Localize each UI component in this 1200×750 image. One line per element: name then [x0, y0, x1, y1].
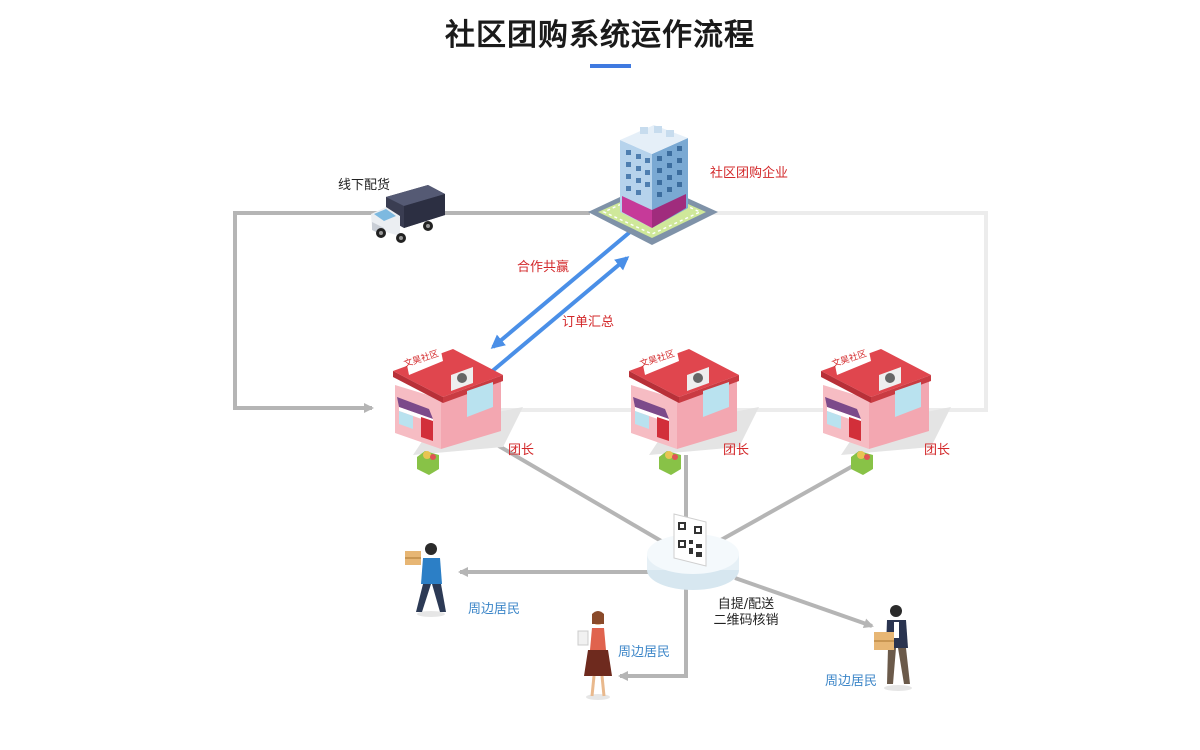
man-carrying-box-icon [874, 605, 912, 691]
cooperation-arrow [490, 230, 632, 349]
qr-code-icon [647, 513, 739, 590]
qr-label-line2: 二维码核销 [713, 613, 779, 629]
storefront-icon [629, 341, 759, 475]
resident-label: 周边居民 [618, 645, 671, 660]
page-title: 社区团购系统运作流程 [445, 18, 755, 53]
shop-to-qr-line [478, 433, 670, 547]
group-leader-label: 团长 [508, 443, 535, 458]
qr-to-resident-line [734, 576, 874, 629]
title-underline [590, 64, 631, 68]
storefront-icon [821, 341, 951, 475]
group-leader-label: 团长 [723, 443, 750, 458]
storefront-icon [393, 341, 523, 475]
shop-to-qr-line [711, 460, 861, 547]
resident-label: 周边居民 [468, 602, 521, 617]
person-carrying-box-icon [405, 543, 446, 617]
delivery-truck-icon [371, 185, 445, 243]
distribution-loop-line [500, 211, 988, 412]
qr-label-line1: 自提/配送 [717, 597, 775, 612]
group-leader-label: 团长 [924, 443, 951, 458]
office-building-icon [588, 125, 718, 245]
enterprise-label: 社区团购企业 [710, 166, 789, 181]
resident-label: 周边居民 [825, 674, 878, 689]
cooperation-label: 合作共赢 [517, 260, 570, 275]
qr-to-resident-line [618, 585, 688, 681]
woman-with-bag-icon [577, 611, 612, 700]
qr-label: 自提/配送 二维码核销 [704, 597, 788, 630]
order-summary-label: 订单汇总 [562, 315, 615, 330]
truck-label: 线下配货 [338, 178, 391, 193]
order-summary-arrow [488, 256, 630, 375]
